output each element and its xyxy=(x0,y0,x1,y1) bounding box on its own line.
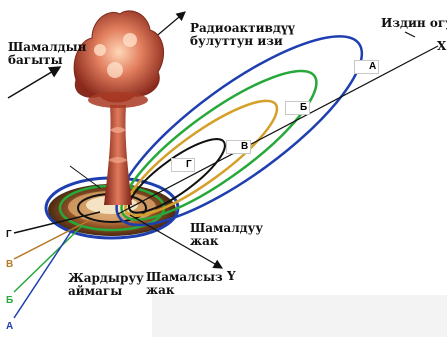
trace-cloud-label: Радиоактивдүү булуттун изи xyxy=(190,22,295,48)
wind-direction-arrow xyxy=(8,67,60,98)
trace-tag-a: А xyxy=(354,60,379,74)
leader-a xyxy=(14,230,72,318)
explosion-zone-label: Жардыруу аймагы xyxy=(68,272,144,298)
mushroom-cap xyxy=(74,11,163,102)
axis-y-label: Y xyxy=(227,270,236,283)
trace-tag-g: Г xyxy=(171,158,195,172)
trace-tag-b: Б xyxy=(285,101,310,115)
trace-axis-pointer xyxy=(405,32,415,37)
mushroom-stem xyxy=(104,105,132,205)
trace-tag-v: В xyxy=(226,140,251,154)
trace-axis-label: Издин огу xyxy=(381,17,447,30)
zone-letter-g: Г xyxy=(6,230,12,240)
wind-direction-label: Шамалдын багыты xyxy=(8,41,86,67)
zone-letter-a: А xyxy=(6,322,13,332)
zone-letter-v: В xyxy=(6,260,13,270)
zone-letter-b: Б xyxy=(6,296,13,306)
trace-axis-x xyxy=(118,46,438,214)
windward-label: Шамалдуу жак xyxy=(190,222,263,248)
axis-x-label: X xyxy=(437,40,446,53)
leeward-label: Шамалсыз жак xyxy=(146,271,223,297)
leader-v xyxy=(14,220,90,259)
